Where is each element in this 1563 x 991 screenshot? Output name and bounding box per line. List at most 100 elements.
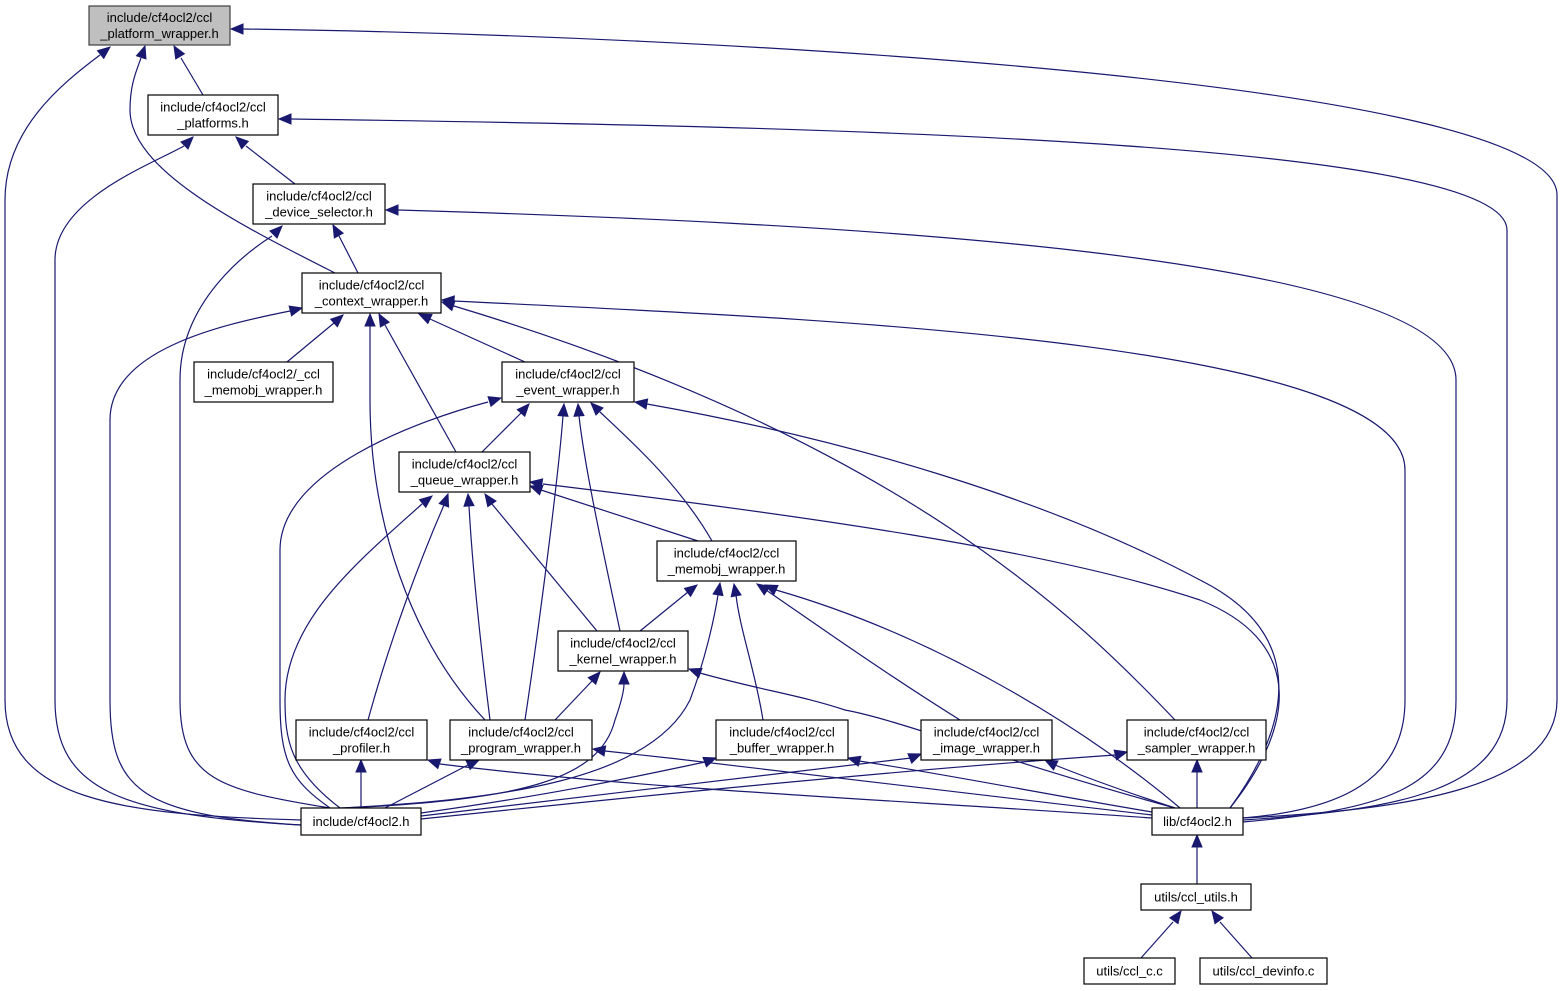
arrowhead-icon xyxy=(487,396,503,408)
arrowhead-icon xyxy=(1191,833,1203,848)
node-box[interactable] xyxy=(449,719,593,761)
node-label: utils/ccl_utils.h xyxy=(1154,890,1238,905)
arrowhead-icon xyxy=(1211,909,1225,925)
node-box[interactable] xyxy=(557,630,689,672)
node-box[interactable] xyxy=(1140,883,1252,911)
node-profiler[interactable]: include/cf4ocl2/ccl_profiler.h xyxy=(295,719,428,761)
edge-program_wrapper-to-queue_wrapper xyxy=(468,505,491,721)
edge-memobj_wrapper-to-event_wrapper xyxy=(599,411,713,542)
node-label: _buffer_wrapper.h xyxy=(729,741,835,756)
arrowhead-icon xyxy=(173,44,186,60)
node-label: _program_wrapper.h xyxy=(460,741,581,756)
node-box[interactable] xyxy=(1083,957,1176,985)
edge-program_wrapper-to-event_wrapper xyxy=(524,415,564,721)
arrowhead-icon xyxy=(633,398,649,410)
arrowhead-icon xyxy=(587,671,601,686)
arrowhead-icon xyxy=(846,755,862,767)
edge-image_wrapper-to-memobj_wrapper xyxy=(765,589,961,721)
edge-program_wrapper-to-kernel_wrapper xyxy=(554,680,593,721)
node-label: include/cf4ocl2/ccl xyxy=(309,725,415,740)
node-box[interactable] xyxy=(501,361,635,403)
arrowhead-icon xyxy=(364,312,376,327)
node-device_selector[interactable]: include/cf4ocl2/ccl_device_selector.h xyxy=(252,183,386,225)
node-label: utils/ccl_c.c xyxy=(1096,964,1163,979)
node-box[interactable] xyxy=(1151,807,1244,836)
arrowhead-icon xyxy=(417,313,433,325)
arrowhead-icon xyxy=(277,113,292,125)
node-box[interactable] xyxy=(300,807,422,836)
node-lib_cf4ocl2[interactable]: lib/cf4ocl2.h xyxy=(1151,807,1244,836)
arrowhead-icon xyxy=(426,758,442,770)
edge-lib_cf4ocl2-to-event_wrapper xyxy=(646,403,1280,809)
node-program_wrapper[interactable]: include/cf4ocl2/ccl_program_wrapper.h xyxy=(449,719,593,761)
node-box[interactable] xyxy=(715,719,849,761)
arrowhead-icon xyxy=(730,582,742,598)
arrowhead-icon xyxy=(438,492,450,508)
node-kernel_wrapper[interactable]: include/cf4ocl2/ccl_kernel_wrapper.h xyxy=(557,630,689,672)
arrowhead-icon xyxy=(1191,758,1203,773)
arrowhead-icon xyxy=(516,403,530,418)
node-box[interactable] xyxy=(147,94,279,136)
node-image_wrapper[interactable]: include/cf4ocl2/ccl_image_wrapper.h xyxy=(920,719,1053,761)
node-label: _kernel_wrapper.h xyxy=(569,652,677,667)
node-box[interactable] xyxy=(193,361,334,403)
edge-inc_cf4ocl2-to-kernel_wrapper xyxy=(344,683,625,809)
arrowhead-icon xyxy=(235,136,250,150)
node-label: include/cf4ocl2/ccl xyxy=(515,367,621,382)
node-box[interactable] xyxy=(1126,719,1267,761)
arrowhead-icon xyxy=(378,312,391,328)
edge-kernel_wrapper-to-event_wrapper xyxy=(578,415,621,632)
edge-ccl_devinfo-to-ccl_utils xyxy=(1219,921,1253,959)
node-platforms[interactable]: include/cf4ocl2/ccl_platforms.h xyxy=(147,94,279,136)
node-label: include/cf4ocl2.h xyxy=(313,814,410,829)
arrowhead-icon xyxy=(557,402,569,417)
node-memobj_wrapper[interactable]: include/cf4ocl2/ccl_memobj_wrapper.h xyxy=(656,540,797,582)
arrowhead-icon xyxy=(384,204,399,216)
edge-inc_cf4ocl2-to-event_wrapper xyxy=(279,401,489,809)
edge-profiler-to-queue_wrapper xyxy=(367,504,445,721)
node-event_wrapper[interactable]: include/cf4ocl2/ccl_event_wrapper.h xyxy=(501,361,635,403)
edge-inc_cf4ocl2-to-buffer_wrapper xyxy=(420,761,706,814)
node-platform_wrapper[interactable]: include/cf4ocl2/ccl_platform_wrapper.h xyxy=(88,5,231,46)
node-label: include/cf4ocl2/ccl xyxy=(107,10,213,25)
node-label: _event_wrapper.h xyxy=(515,383,619,398)
node-ccl_c[interactable]: utils/ccl_c.c xyxy=(1083,957,1176,985)
arrowhead-icon xyxy=(288,305,304,317)
node-label: _profiler.h xyxy=(332,741,390,756)
node-queue_wrapper[interactable]: include/cf4ocl2/ccl_queue_wrapper.h xyxy=(398,451,531,493)
arrowhead-icon xyxy=(763,584,779,596)
arrowhead-icon xyxy=(484,492,497,508)
node-label: _image_wrapper.h xyxy=(932,741,1040,756)
node-box[interactable] xyxy=(295,719,428,761)
node-label: include/cf4ocl2/ccl xyxy=(570,636,676,651)
arrowhead-icon xyxy=(96,46,112,60)
node-context_wrapper[interactable]: include/cf4ocl2/ccl_context_wrapper.h xyxy=(301,272,442,314)
node-inc_cf4ocl2[interactable]: include/cf4ocl2.h xyxy=(300,807,422,836)
arrowhead-icon xyxy=(528,478,544,490)
edge-lib_cf4ocl2-to-context_wrapper xyxy=(453,300,1406,819)
node-box[interactable] xyxy=(88,5,231,46)
node-box[interactable] xyxy=(656,540,797,582)
edge-event_wrapper-to-context_wrapper xyxy=(429,318,526,363)
node-box[interactable] xyxy=(1199,957,1328,985)
arrowhead-icon xyxy=(702,756,718,768)
node-ccl_devinfo[interactable]: utils/ccl_devinfo.c xyxy=(1199,957,1328,985)
node-box[interactable] xyxy=(301,272,442,314)
node-label: _device_selector.h xyxy=(264,205,373,220)
node-_memobj_wrapper[interactable]: include/cf4ocl2/_ccl_memobj_wrapper.h xyxy=(193,361,334,403)
node-label: lib/cf4ocl2.h xyxy=(1163,814,1232,829)
node-box[interactable] xyxy=(920,719,1053,761)
node-buffer_wrapper[interactable]: include/cf4ocl2/ccl_buffer_wrapper.h xyxy=(715,719,849,761)
node-box[interactable] xyxy=(252,183,386,225)
node-label: include/cf4ocl2/ccl xyxy=(160,100,266,115)
node-label: include/cf4ocl2/ccl xyxy=(934,725,1040,740)
edge-inc_cf4ocl2-to-context_wrapper xyxy=(109,310,302,826)
arrowhead-icon xyxy=(1113,749,1129,761)
node-ccl_utils[interactable]: utils/ccl_utils.h xyxy=(1140,883,1252,911)
node-box[interactable] xyxy=(398,451,531,493)
edge-context_wrapper-to-device_selector xyxy=(338,235,359,274)
edge-kernel_wrapper-to-memobj_wrapper xyxy=(639,591,689,632)
edge-kernel_wrapper-to-queue_wrapper xyxy=(491,503,598,632)
node-sampler_wrapper[interactable]: include/cf4ocl2/ccl_sampler_wrapper.h xyxy=(1126,719,1267,761)
